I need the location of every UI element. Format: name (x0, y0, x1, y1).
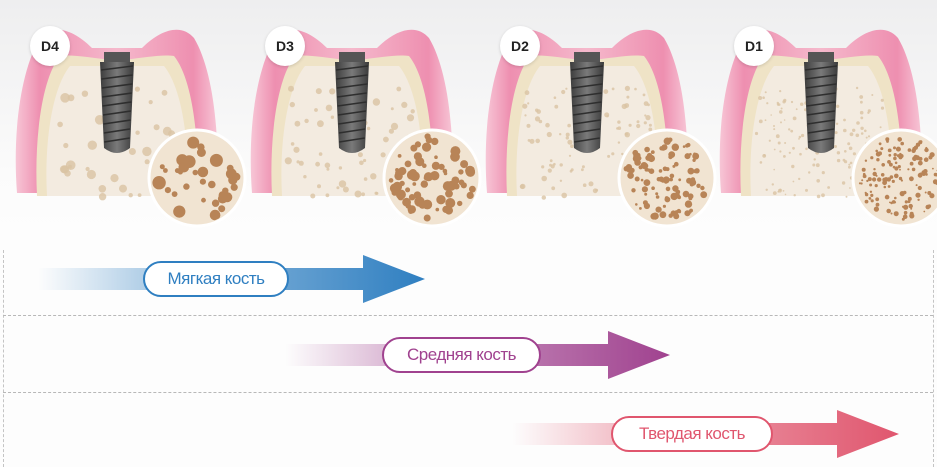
medium-bone-label: Средняя кость (382, 337, 541, 373)
implant-icon (570, 52, 604, 153)
bone-magnifier-icon (858, 137, 937, 221)
jaw-illustration-d1: D1 (716, 18, 937, 233)
arrow-soft-bone: Мягкая кость (38, 255, 428, 303)
bone-magnifier-icon (623, 137, 708, 220)
bone-magnifier-icon (152, 136, 241, 221)
divider-left (3, 250, 4, 467)
bone-density-badge: D3 (265, 26, 305, 66)
arrow-hard-bone: Твердая кость (512, 410, 902, 458)
implant-icon (804, 52, 838, 153)
bone-density-badge: D4 (30, 26, 70, 66)
jaw-illustration-d2: D2 (482, 18, 717, 233)
medium-bone-text: Средняя кость (407, 345, 516, 364)
hard-bone-text: Твердая кость (638, 424, 746, 443)
implant-icon (335, 52, 369, 153)
row-divider (3, 392, 933, 393)
soft-bone-text: Мягкая кость (167, 269, 266, 288)
jaw-illustration-d3: D3 (247, 18, 482, 233)
hard-bone-label: Твердая кость (611, 416, 773, 452)
arrow-medium-bone: Средняя кость (285, 331, 673, 379)
jaw-illustration-d4: D4 (12, 18, 247, 233)
row-divider (3, 315, 933, 316)
bone-density-badge: D1 (734, 26, 774, 66)
bone-magnifier-icon (388, 133, 476, 222)
implant-icon (100, 52, 134, 153)
soft-bone-label: Мягкая кость (143, 261, 289, 297)
bone-density-badge: D2 (500, 26, 540, 66)
divider-right (933, 250, 934, 467)
